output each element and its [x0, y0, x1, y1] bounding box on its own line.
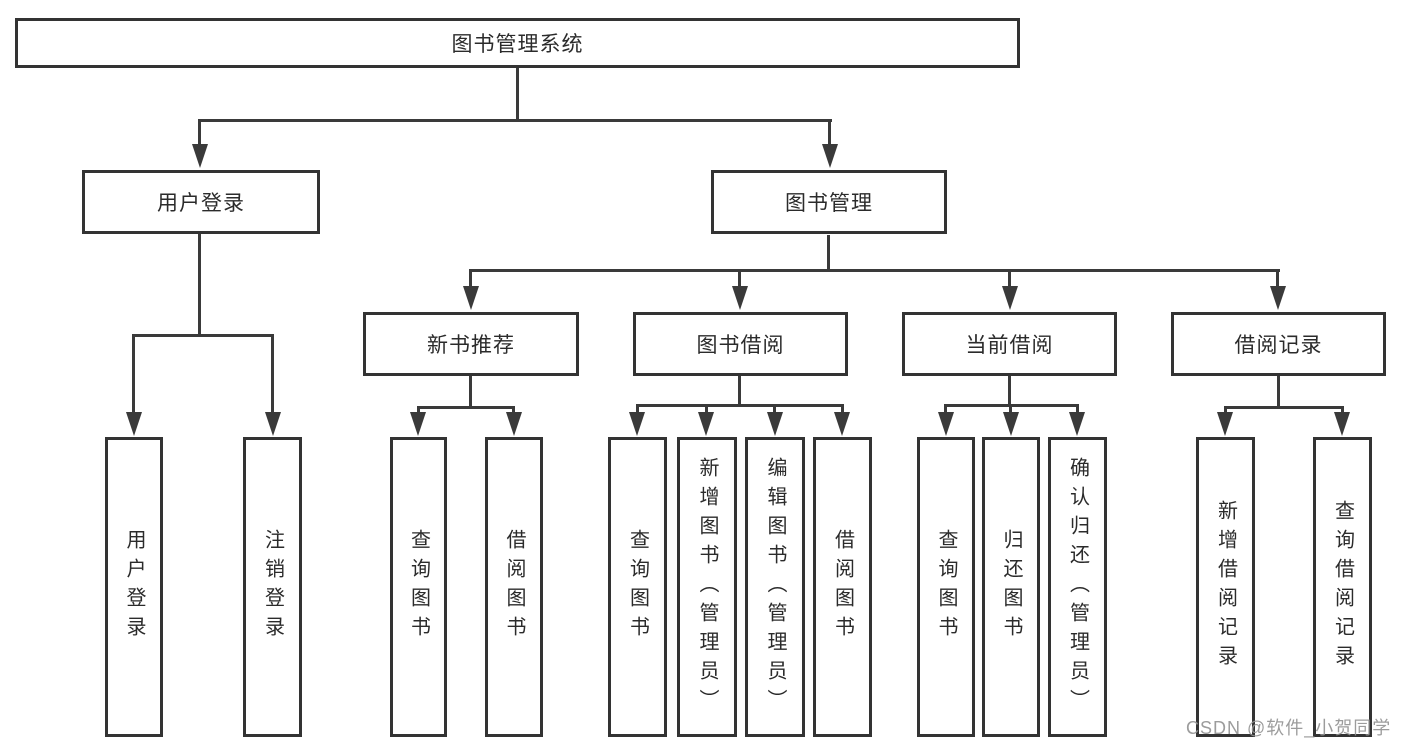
- leaf-query-books-current-label: 查询图书: [935, 529, 957, 645]
- node-root-system: 图书管理系统: [15, 18, 1020, 68]
- leaf-borrow-books: 借阅图书: [813, 437, 872, 737]
- connector-book-borrow-stem: [738, 376, 741, 406]
- connector-stem-leaf: [132, 334, 135, 414]
- arrow-down-icon: [732, 286, 748, 310]
- leaf-borrow-books-recommend: 借阅图书: [485, 437, 543, 737]
- connector-branch-new-book: [417, 406, 515, 409]
- arrow-down-icon: [834, 412, 850, 436]
- node-new-book-recommend-label: 新书推荐: [427, 334, 515, 357]
- connector-branch-current-borrow: [945, 404, 1079, 407]
- connector-borrow-records-stem: [1277, 376, 1280, 408]
- connector-stem-leaf: [417, 406, 420, 416]
- leaf-user-login-label: 用户登录: [123, 529, 145, 645]
- connector-stem-leaf: [705, 404, 708, 416]
- leaf-borrow-books-recommend-label: 借阅图书: [503, 529, 525, 645]
- leaf-query-books-recommend-label: 查询图书: [407, 529, 430, 645]
- arrow-down-icon: [1003, 412, 1019, 436]
- connector-stem-leaf: [1076, 404, 1079, 416]
- leaf-edit-book-admin: 编辑图书（管理员）: [745, 437, 805, 737]
- arrow-down-icon: [410, 412, 426, 436]
- connector-stem-leaf: [944, 404, 947, 416]
- arrow-down-icon: [1334, 412, 1350, 436]
- node-user-login-group: 用户登录: [82, 170, 320, 234]
- leaf-query-borrow-record-label: 查询借阅记录: [1331, 500, 1354, 674]
- leaf-query-books-recommend: 查询图书: [390, 437, 447, 737]
- leaf-query-books-borrow: 查询图书: [608, 437, 667, 737]
- leaf-logout: 注销登录: [243, 437, 302, 737]
- arrow-down-icon: [463, 286, 479, 310]
- leaf-borrow-books-label: 借阅图书: [831, 529, 854, 645]
- leaf-confirm-return-admin: 确认归还（管理员）: [1048, 437, 1107, 737]
- arrow-down-icon: [629, 412, 645, 436]
- connector-current-borrow-stem: [1008, 376, 1011, 406]
- leaf-query-books-current: 查询图书: [917, 437, 975, 737]
- connector-new-book-stem: [469, 376, 472, 408]
- arrow-down-icon: [1002, 286, 1018, 310]
- leaf-confirm-return-admin-label: 确认归还（管理员）: [1066, 456, 1089, 718]
- connector-stem-leaf: [636, 404, 639, 416]
- arrow-down-icon: [506, 412, 522, 436]
- connector-stem-borrow-records: [1276, 269, 1279, 289]
- connector-stem-user-login: [198, 119, 201, 147]
- node-book-borrow: 图书借阅: [633, 312, 848, 376]
- leaf-query-borrow-record: 查询借阅记录: [1313, 437, 1372, 737]
- connector-stem-leaf: [841, 404, 844, 416]
- leaf-add-borrow-record-label: 新增借阅记录: [1214, 500, 1237, 674]
- arrow-down-icon: [822, 144, 838, 168]
- node-book-management: 图书管理: [711, 170, 947, 234]
- leaf-add-book-admin: 新增图书（管理员）: [677, 437, 737, 737]
- node-new-book-recommend: 新书推荐: [363, 312, 579, 376]
- node-user-login-group-label: 用户登录: [157, 192, 245, 215]
- leaf-add-book-admin-label: 新增图书（管理员）: [696, 456, 718, 718]
- connector-book-mgmt-stem: [827, 235, 830, 271]
- connector-stem-leaf: [512, 406, 515, 416]
- node-borrow-records-label: 借阅记录: [1234, 334, 1323, 357]
- connector-stem-leaf: [1224, 406, 1227, 416]
- arrow-down-icon: [767, 412, 783, 436]
- connector-stem-book-borrow: [738, 269, 741, 289]
- connector-user-login-stem: [198, 234, 201, 336]
- connector-stem-new-book: [469, 269, 472, 289]
- leaf-return-books: 归还图书: [982, 437, 1040, 737]
- connector-branch-borrow-records: [1224, 406, 1344, 409]
- connector-branch-book-borrow: [636, 404, 844, 407]
- arrow-down-icon: [1217, 412, 1233, 436]
- connector-stem-leaf: [271, 334, 274, 414]
- arrow-down-icon: [1270, 286, 1286, 310]
- leaf-add-borrow-record: 新增借阅记录: [1196, 437, 1255, 737]
- csdn-watermark: CSDN @软件_小贺同学: [1186, 718, 1392, 738]
- leaf-user-login: 用户登录: [105, 437, 163, 737]
- connector-root-stem: [516, 68, 519, 122]
- node-root-system-label: 图书管理系统: [451, 33, 584, 56]
- connector-stem-leaf: [1009, 404, 1012, 416]
- leaf-logout-label: 注销登录: [261, 529, 284, 645]
- arrow-down-icon: [938, 412, 954, 436]
- connector-branch-level1: [199, 119, 832, 122]
- connector-branch-level2: [469, 269, 1280, 272]
- arrow-down-icon: [126, 412, 142, 436]
- node-book-borrow-label: 图书借阅: [696, 334, 785, 357]
- connector-stem-current-borrow: [1008, 269, 1011, 289]
- node-current-borrow-label: 当前借阅: [965, 334, 1054, 357]
- connector-branch-user-login: [133, 334, 274, 337]
- arrow-down-icon: [698, 412, 714, 436]
- node-book-management-label: 图书管理: [785, 192, 873, 215]
- leaf-edit-book-admin-label: 编辑图书（管理员）: [764, 456, 786, 718]
- connector-stem-leaf: [773, 404, 776, 416]
- node-current-borrow: 当前借阅: [902, 312, 1117, 376]
- connector-stem-leaf: [1341, 406, 1344, 416]
- node-borrow-records: 借阅记录: [1171, 312, 1386, 376]
- arrow-down-icon: [1069, 412, 1085, 436]
- connector-stem-book-mgmt: [828, 119, 831, 147]
- arrow-down-icon: [192, 144, 208, 168]
- leaf-return-books-label: 归还图书: [1000, 529, 1022, 645]
- leaf-query-books-borrow-label: 查询图书: [626, 529, 649, 645]
- arrow-down-icon: [265, 412, 281, 436]
